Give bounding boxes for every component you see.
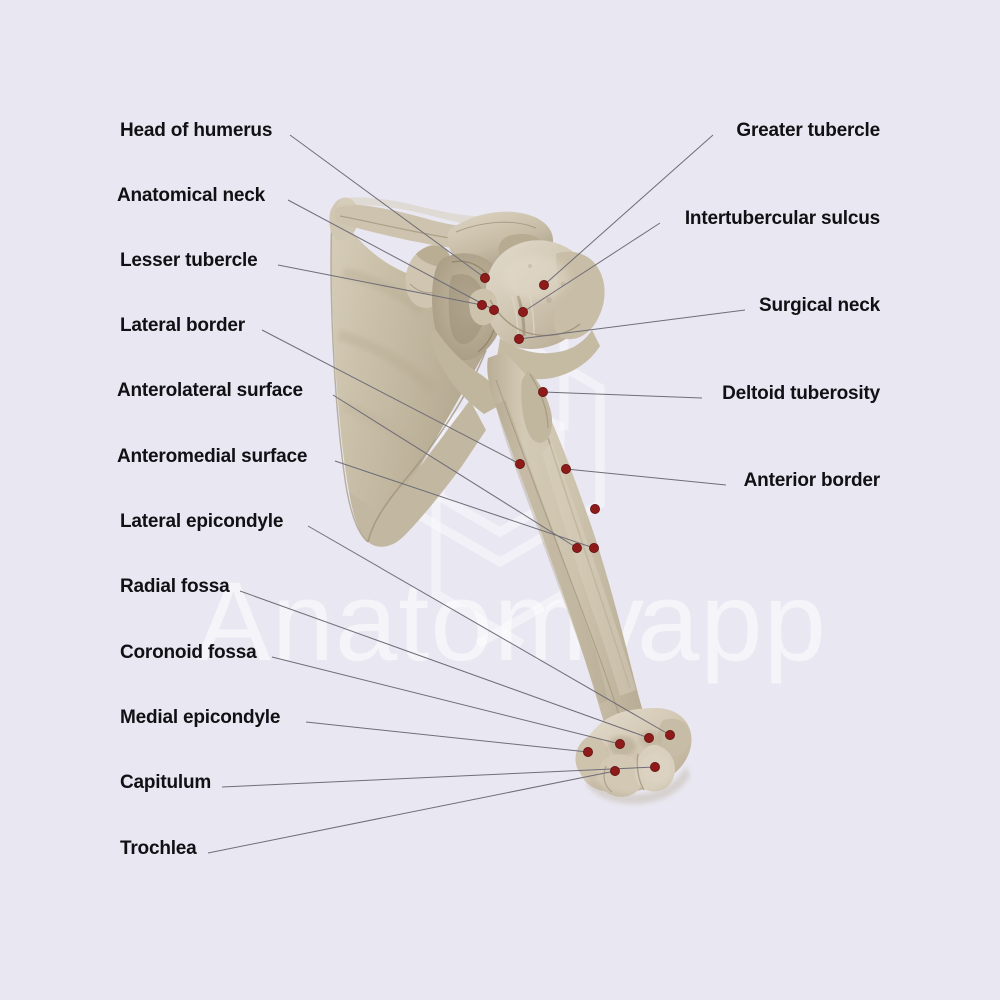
marker-lateral-border[interactable] (515, 459, 525, 469)
watermark-text-app: app (637, 559, 827, 684)
label-head-of-humerus[interactable]: Head of humerus (120, 120, 273, 141)
deltoid-tuberosity-shape (521, 370, 553, 443)
marker-lateral-epicondyle[interactable] (665, 730, 675, 740)
marker-anterolateral-surface[interactable] (572, 543, 582, 553)
humerus-shaft (487, 352, 650, 748)
marker-coronoid-fossa[interactable] (615, 739, 625, 749)
label-anteromedial-surface[interactable]: Anteromedial surface (117, 446, 308, 467)
surgical-neck-shape (496, 330, 600, 380)
label-deltoid-tuberosity[interactable]: Deltoid tuberosity (722, 383, 880, 404)
leader-line-greater-tubercle (543, 134, 714, 286)
anterior-border-shape (547, 437, 631, 689)
leader-line-anatomical-neck (287, 199, 495, 311)
leader-line-anterior-border (565, 468, 727, 486)
scapular-neck (430, 330, 502, 414)
leader-line-trochlea (207, 770, 616, 854)
leader-line-lesser-tubercle (277, 264, 483, 306)
head-highlight (501, 256, 569, 300)
anteromedial-surface-shape (496, 400, 608, 704)
marker-anterior-border[interactable] (561, 464, 571, 474)
leader-line-coronoid-fossa (271, 656, 621, 745)
landmark-markers (477, 273, 675, 776)
leader-line-anteromedial-surface (334, 460, 595, 549)
marker-anteromedial-surface[interactable] (589, 543, 599, 553)
label-lateral-border[interactable]: Lateral border (120, 315, 245, 336)
leader-line-anterolateral-surface (332, 394, 578, 549)
label-greater-tubercle[interactable]: Greater tubercle (736, 120, 880, 141)
label-intertubercular-sulcus[interactable]: Intertubercular sulcus (684, 208, 880, 229)
label-medial-epicondyle[interactable]: Medial epicondyle (120, 707, 281, 728)
label-anterior-border[interactable]: Anterior border (743, 470, 881, 491)
label-lateral-epicondyle[interactable]: Lateral epicondyle (120, 511, 284, 532)
leader-line-radial-fossa (239, 590, 650, 739)
marker-intertubercular-sulcus[interactable] (518, 307, 528, 317)
label-trochlea[interactable]: Trochlea (120, 838, 197, 859)
marker-greater-tubercle[interactable] (539, 280, 549, 290)
leader-line-head-of-humerus (289, 134, 486, 279)
leader-line-intertubercular-sulcus (522, 222, 661, 313)
leader-line-surgical-neck (518, 309, 746, 340)
marker-shaft-point[interactable] (590, 504, 600, 514)
leader-line-deltoid-tuberosity (542, 391, 703, 399)
marker-radial-fossa[interactable] (644, 733, 654, 743)
label-surgical-neck[interactable]: Surgical neck (759, 295, 880, 316)
label-coronoid-fossa[interactable]: Coronoid fossa (120, 642, 257, 663)
marker-deltoid-tuberosity[interactable] (538, 387, 548, 397)
marker-head-of-humerus[interactable] (480, 273, 490, 283)
label-capitulum[interactable]: Capitulum (120, 772, 212, 793)
anatomical-neck-shape (489, 299, 581, 337)
leader-lines (207, 134, 746, 854)
marker-surgical-neck[interactable] (514, 334, 524, 344)
supraspinous-fossa (336, 197, 496, 227)
marker-trochlea[interactable] (610, 766, 620, 776)
label-anterolateral-surface[interactable]: Anterolateral surface (117, 380, 303, 401)
label-lesser-tubercle[interactable]: Lesser tubercle (120, 250, 258, 271)
label-anatomical-neck[interactable]: Anatomical neck (117, 185, 265, 206)
marker-lesser-tubercle[interactable] (477, 300, 487, 310)
marker-anatomical-neck[interactable] (489, 305, 499, 315)
leader-line-lateral-epicondyle (307, 525, 671, 736)
marker-medial-epicondyle[interactable] (583, 747, 593, 757)
scapula-medial-border (330, 215, 369, 543)
label-radial-fossa[interactable]: Radial fossa (120, 576, 230, 597)
humerus-distal (575, 708, 692, 804)
humerus-proximal (469, 240, 605, 380)
anterolateral-surface-shape (542, 442, 636, 696)
scapula-texture (338, 268, 436, 462)
leader-line-capitulum (221, 766, 656, 788)
trochlea-shape (597, 754, 644, 797)
marker-capitulum[interactable] (650, 762, 660, 772)
leader-line-medial-epicondyle (305, 721, 589, 753)
leader-line-lateral-border (261, 329, 521, 465)
